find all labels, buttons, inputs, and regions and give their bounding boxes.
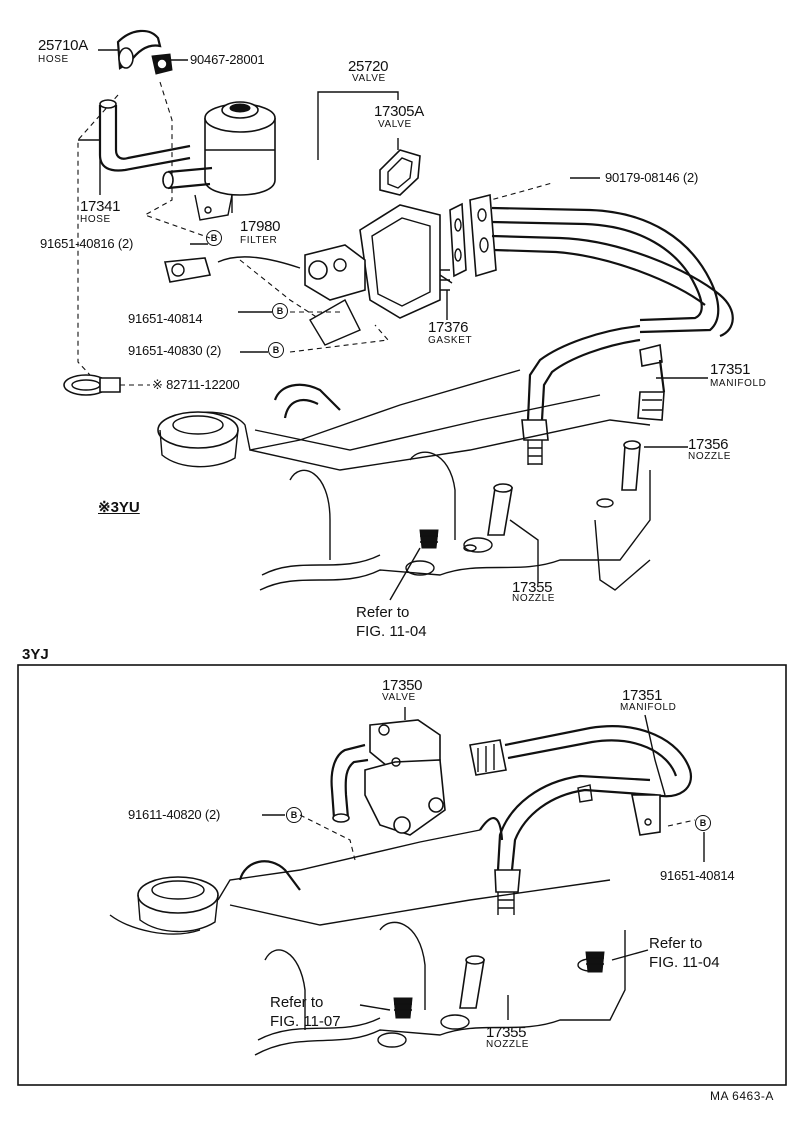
part-name-manifold: MANIFOLD <box>710 378 767 389</box>
gasket-17376-drawing <box>449 202 467 278</box>
bolt-marker-b: B <box>695 815 711 831</box>
part-name-nozzle: NOZZLE <box>486 1039 530 1050</box>
reference-label: Refer to <box>356 604 410 621</box>
section-marker-3yu: ※3YU <box>98 499 140 516</box>
part-name-filter: FILTER <box>240 235 278 246</box>
part-number-82711-12200: ※ 82711-12200 <box>152 377 240 392</box>
hose-25710a-drawing <box>116 29 173 75</box>
part-number-17350: 17350 <box>382 677 423 694</box>
part-number-17980: 17980 <box>240 218 281 235</box>
part-number-17351: 17351 <box>622 687 663 704</box>
hose-17341-drawing <box>98 99 191 172</box>
part-name-valve: VALVE <box>352 73 386 84</box>
part-name-hose: HOSE <box>80 214 111 225</box>
engine-head-bottom-drawing <box>109 817 626 1056</box>
part-number-17341: 17341 <box>80 198 121 215</box>
reference-label: Refer to <box>270 994 324 1011</box>
part-number-17305a: 17305A <box>374 103 424 120</box>
manifold-17351-top-drawing <box>469 193 734 465</box>
bolt-marker-b: B <box>206 230 222 246</box>
part-number-91651-40830: 91651-40830 (2) <box>128 343 222 358</box>
part-number-91651-40814: 91651-40814 <box>660 868 735 883</box>
part-number-17351: 17351 <box>710 361 751 378</box>
manifold-17351-bottom-drawing <box>469 725 693 915</box>
part-name-hose: HOSE <box>38 54 69 65</box>
part-number-91611-40820: 91611-40820 (2) <box>128 807 221 822</box>
bolt-marker-b: B <box>272 303 288 319</box>
part-name-valve: VALVE <box>378 119 412 130</box>
part-number-17356: 17356 <box>688 436 729 453</box>
dashed-guides-top <box>77 81 553 386</box>
section-3yj-frame <box>17 664 787 1086</box>
part-name-nozzle: NOZZLE <box>512 593 556 604</box>
part-number-17376: 17376 <box>428 319 469 336</box>
reference-figure: FIG. 11-04 <box>649 954 720 971</box>
valve-17350-drawing <box>330 719 446 836</box>
valve-25720-drawing <box>163 204 453 346</box>
reference-figure: FIG. 11-04 <box>356 623 427 640</box>
part-name-manifold: MANIFOLD <box>620 702 677 713</box>
filter-17980-drawing <box>162 101 276 221</box>
part-number-90467-28001: 90467-28001 <box>190 52 265 67</box>
band-82711-drawing <box>63 374 121 396</box>
section-marker-3yj: 3YJ <box>22 646 49 663</box>
leader-lines-bottom <box>262 707 705 1020</box>
part-number-91651-40816: 91651-40816 (2) <box>40 236 134 251</box>
bolt-marker-b: B <box>286 807 302 823</box>
part-number-91651-40814: 91651-40814 <box>128 311 203 326</box>
part-number-17355: 17355 <box>512 579 553 596</box>
valve-17305a-drawing <box>379 149 421 196</box>
reference-label: Refer to <box>649 935 703 952</box>
part-name-nozzle: NOZZLE <box>688 451 732 462</box>
part-number-17355: 17355 <box>486 1024 527 1041</box>
part-number-90179-08146: 90179-08146 (2) <box>605 170 699 185</box>
part-name-gasket: GASKET <box>428 335 473 346</box>
nozzles-top-drawing <box>419 440 641 549</box>
reference-figure: FIG. 11-07 <box>270 1013 341 1030</box>
part-name-valve: VALVE <box>382 692 416 703</box>
dashed-guides-bottom <box>299 814 696 861</box>
part-number-25720: 25720 <box>348 58 389 75</box>
part-number-25710a: 25710A <box>38 37 88 54</box>
footer-code: MA 6463-A <box>710 1089 774 1103</box>
bolt-marker-b: B <box>268 342 284 358</box>
engine-head-top-drawing <box>157 369 651 591</box>
